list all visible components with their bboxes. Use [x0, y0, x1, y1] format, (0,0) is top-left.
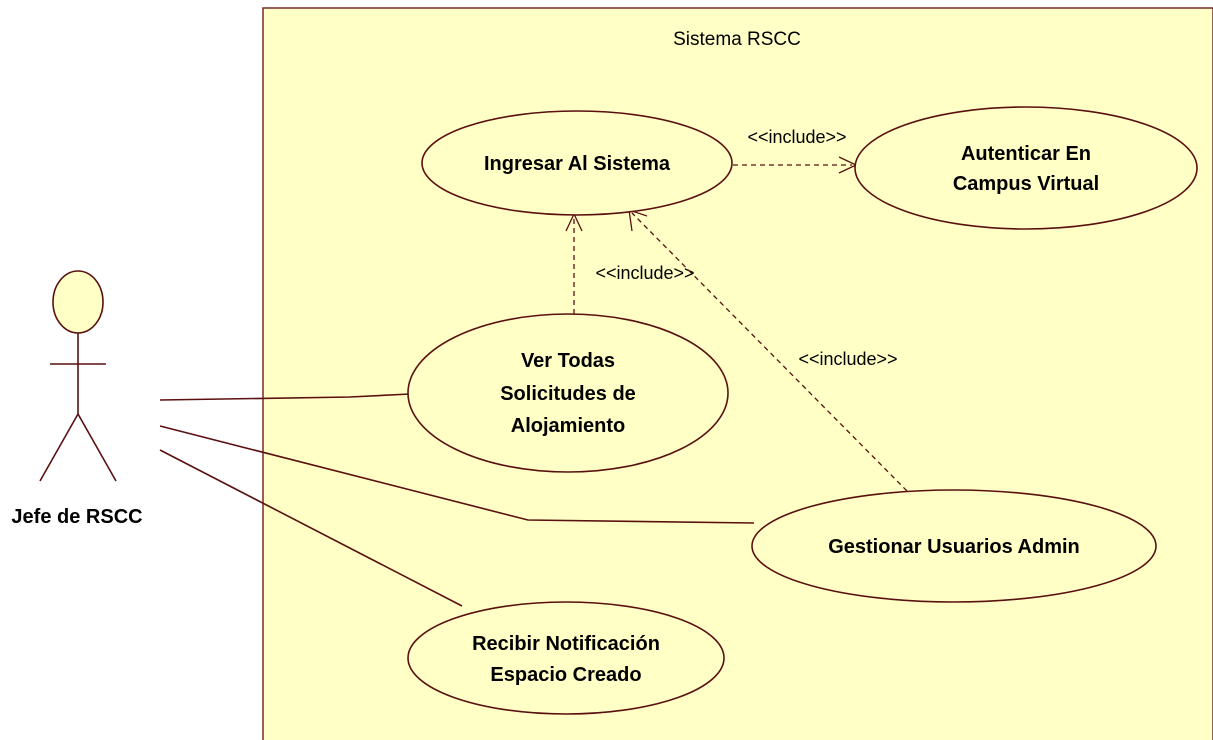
actor-head: [52, 270, 104, 334]
use-case-label-line-2: Solicitudes de: [500, 383, 636, 405]
use-case-gestionar-usuarios-admin[interactable]: Gestionar Usuarios Admin: [751, 489, 1157, 603]
actor-left-leg: [39, 413, 79, 482]
actor-jefe-de-rscc[interactable]: Jefe de RSCC: [11, 270, 143, 528]
use-case-label-line-1: Autenticar En: [961, 143, 1091, 165]
use-case-label-line-3: Alojamiento: [511, 415, 625, 437]
use-case-label-line-2: Campus Virtual: [953, 173, 1099, 195]
use-case-ver-todas-solicitudes[interactable]: Ver Todas Solicitudes de Alojamiento: [407, 313, 729, 473]
association-recibir: [159, 449, 463, 607]
use-case-label: Ingresar Al Sistema: [484, 153, 671, 175]
include-line-gestionar: [631, 212, 908, 492]
actor-name: Jefe de RSCC: [11, 506, 142, 528]
use-case-label: Gestionar Usuarios Admin: [828, 536, 1080, 558]
use-case-label-line-2: Espacio Creado: [490, 664, 641, 686]
use-case-label-line-1: Recibir Notificación: [472, 633, 660, 655]
use-case-ingresar-al-sistema[interactable]: Ingresar Al Sistema: [421, 110, 733, 216]
use-case-label-line-1: Ver Todas: [521, 350, 615, 372]
include-label-gestionar: <<include>>: [798, 349, 897, 369]
include-label-autenticar: <<include>>: [747, 127, 846, 147]
use-case-autenticar-en-campus-virtual[interactable]: Autenticar En Campus Virtual: [854, 106, 1198, 230]
include-label-ver-todas: <<include>>: [595, 263, 694, 283]
actor-right-leg: [77, 413, 117, 482]
association-gestionar: [159, 425, 755, 524]
system-title: Sistema RSCC: [673, 29, 801, 50]
association-ver-todas: [159, 393, 411, 401]
associations: [159, 393, 755, 607]
use-case-recibir-notificacion[interactable]: Recibir Notificación Espacio Creado: [407, 601, 725, 715]
include-dependencies: <<include>> <<include>> <<include>>: [565, 127, 908, 492]
